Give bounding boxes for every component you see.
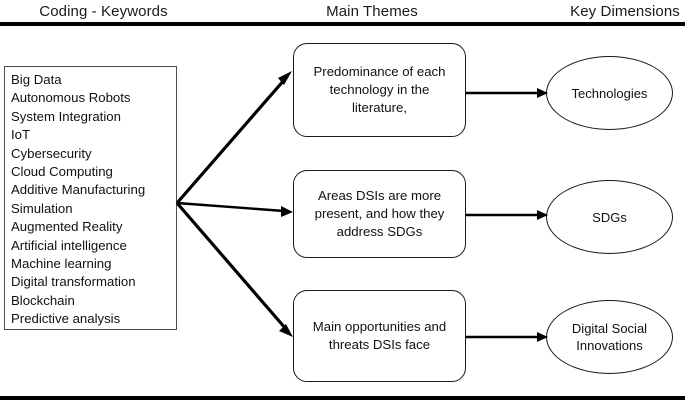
dimension-ellipse-sdgs: SDGs: [546, 180, 673, 254]
dimension-ellipse-label: Technologies: [571, 85, 648, 101]
theme-box-opportunities-threats: Main opportunities and threats DSIs face: [293, 290, 466, 382]
arrow-theme-3-to-digital-social-innovations: [466, 332, 548, 342]
dimension-ellipse-digital-social-innovations: Digital Social Innovations: [546, 300, 673, 374]
keyword-item: Blockchain: [11, 292, 75, 308]
dimension-ellipse-technologies: Technologies: [546, 56, 673, 130]
dimension-ellipse-label: Digital Social Innovations: [571, 321, 648, 353]
keyword-item: System Integration: [11, 108, 121, 124]
arrow-keywords-to-theme-3: [175, 201, 293, 337]
dimension-ellipse-label: SDGs: [592, 209, 627, 225]
keyword-item: IoT: [11, 127, 31, 143]
arrow-keywords-to-theme-2: [176, 201, 293, 217]
keyword-item: Predictive analysis: [11, 311, 121, 327]
arrow-keywords-to-theme-1: [175, 71, 292, 205]
theme-box-label: Main opportunities and threats DSIs face: [312, 319, 447, 352]
keyword-item: Digital transformation: [11, 274, 136, 290]
keyword-item: Machine learning: [11, 256, 112, 272]
theme-box-label: Areas DSIs are more present, and how the…: [314, 188, 445, 239]
keyword-item: Big Data: [11, 72, 62, 87]
theme-box-label: Predominance of each technology in the l…: [313, 64, 446, 115]
column-header-key-dimensions: Key Dimensions: [570, 3, 680, 20]
arrow-theme-1-to-technologies: [466, 88, 548, 98]
coding-keywords-list: Big Data Autonomous Robots System Integr…: [11, 71, 176, 329]
keyword-item: Cloud Computing: [11, 164, 113, 180]
coding-keywords-box: Big Data Autonomous Robots System Integr…: [4, 66, 177, 330]
keyword-item: Cybersecurity: [11, 145, 92, 161]
keyword-item: Simulation: [11, 200, 73, 216]
keyword-item: Augmented Reality: [11, 219, 123, 235]
keyword-item: Artificial intelligence: [11, 237, 127, 253]
header-divider-rule-top: [0, 22, 685, 26]
keyword-item: Additive Manufacturing: [11, 182, 146, 198]
keyword-item: Autonomous Robots: [11, 90, 131, 106]
column-header-coding-keywords: Coding - Keywords: [39, 3, 168, 20]
footer-divider-rule-bottom: [0, 396, 685, 400]
column-header-main-themes: Main Themes: [326, 3, 418, 20]
arrow-theme-2-to-sdgs: [466, 210, 548, 220]
theme-box-areas-dsis: Areas DSIs are more present, and how the…: [293, 170, 466, 258]
theme-box-predominance: Predominance of each technology in the l…: [293, 43, 466, 137]
